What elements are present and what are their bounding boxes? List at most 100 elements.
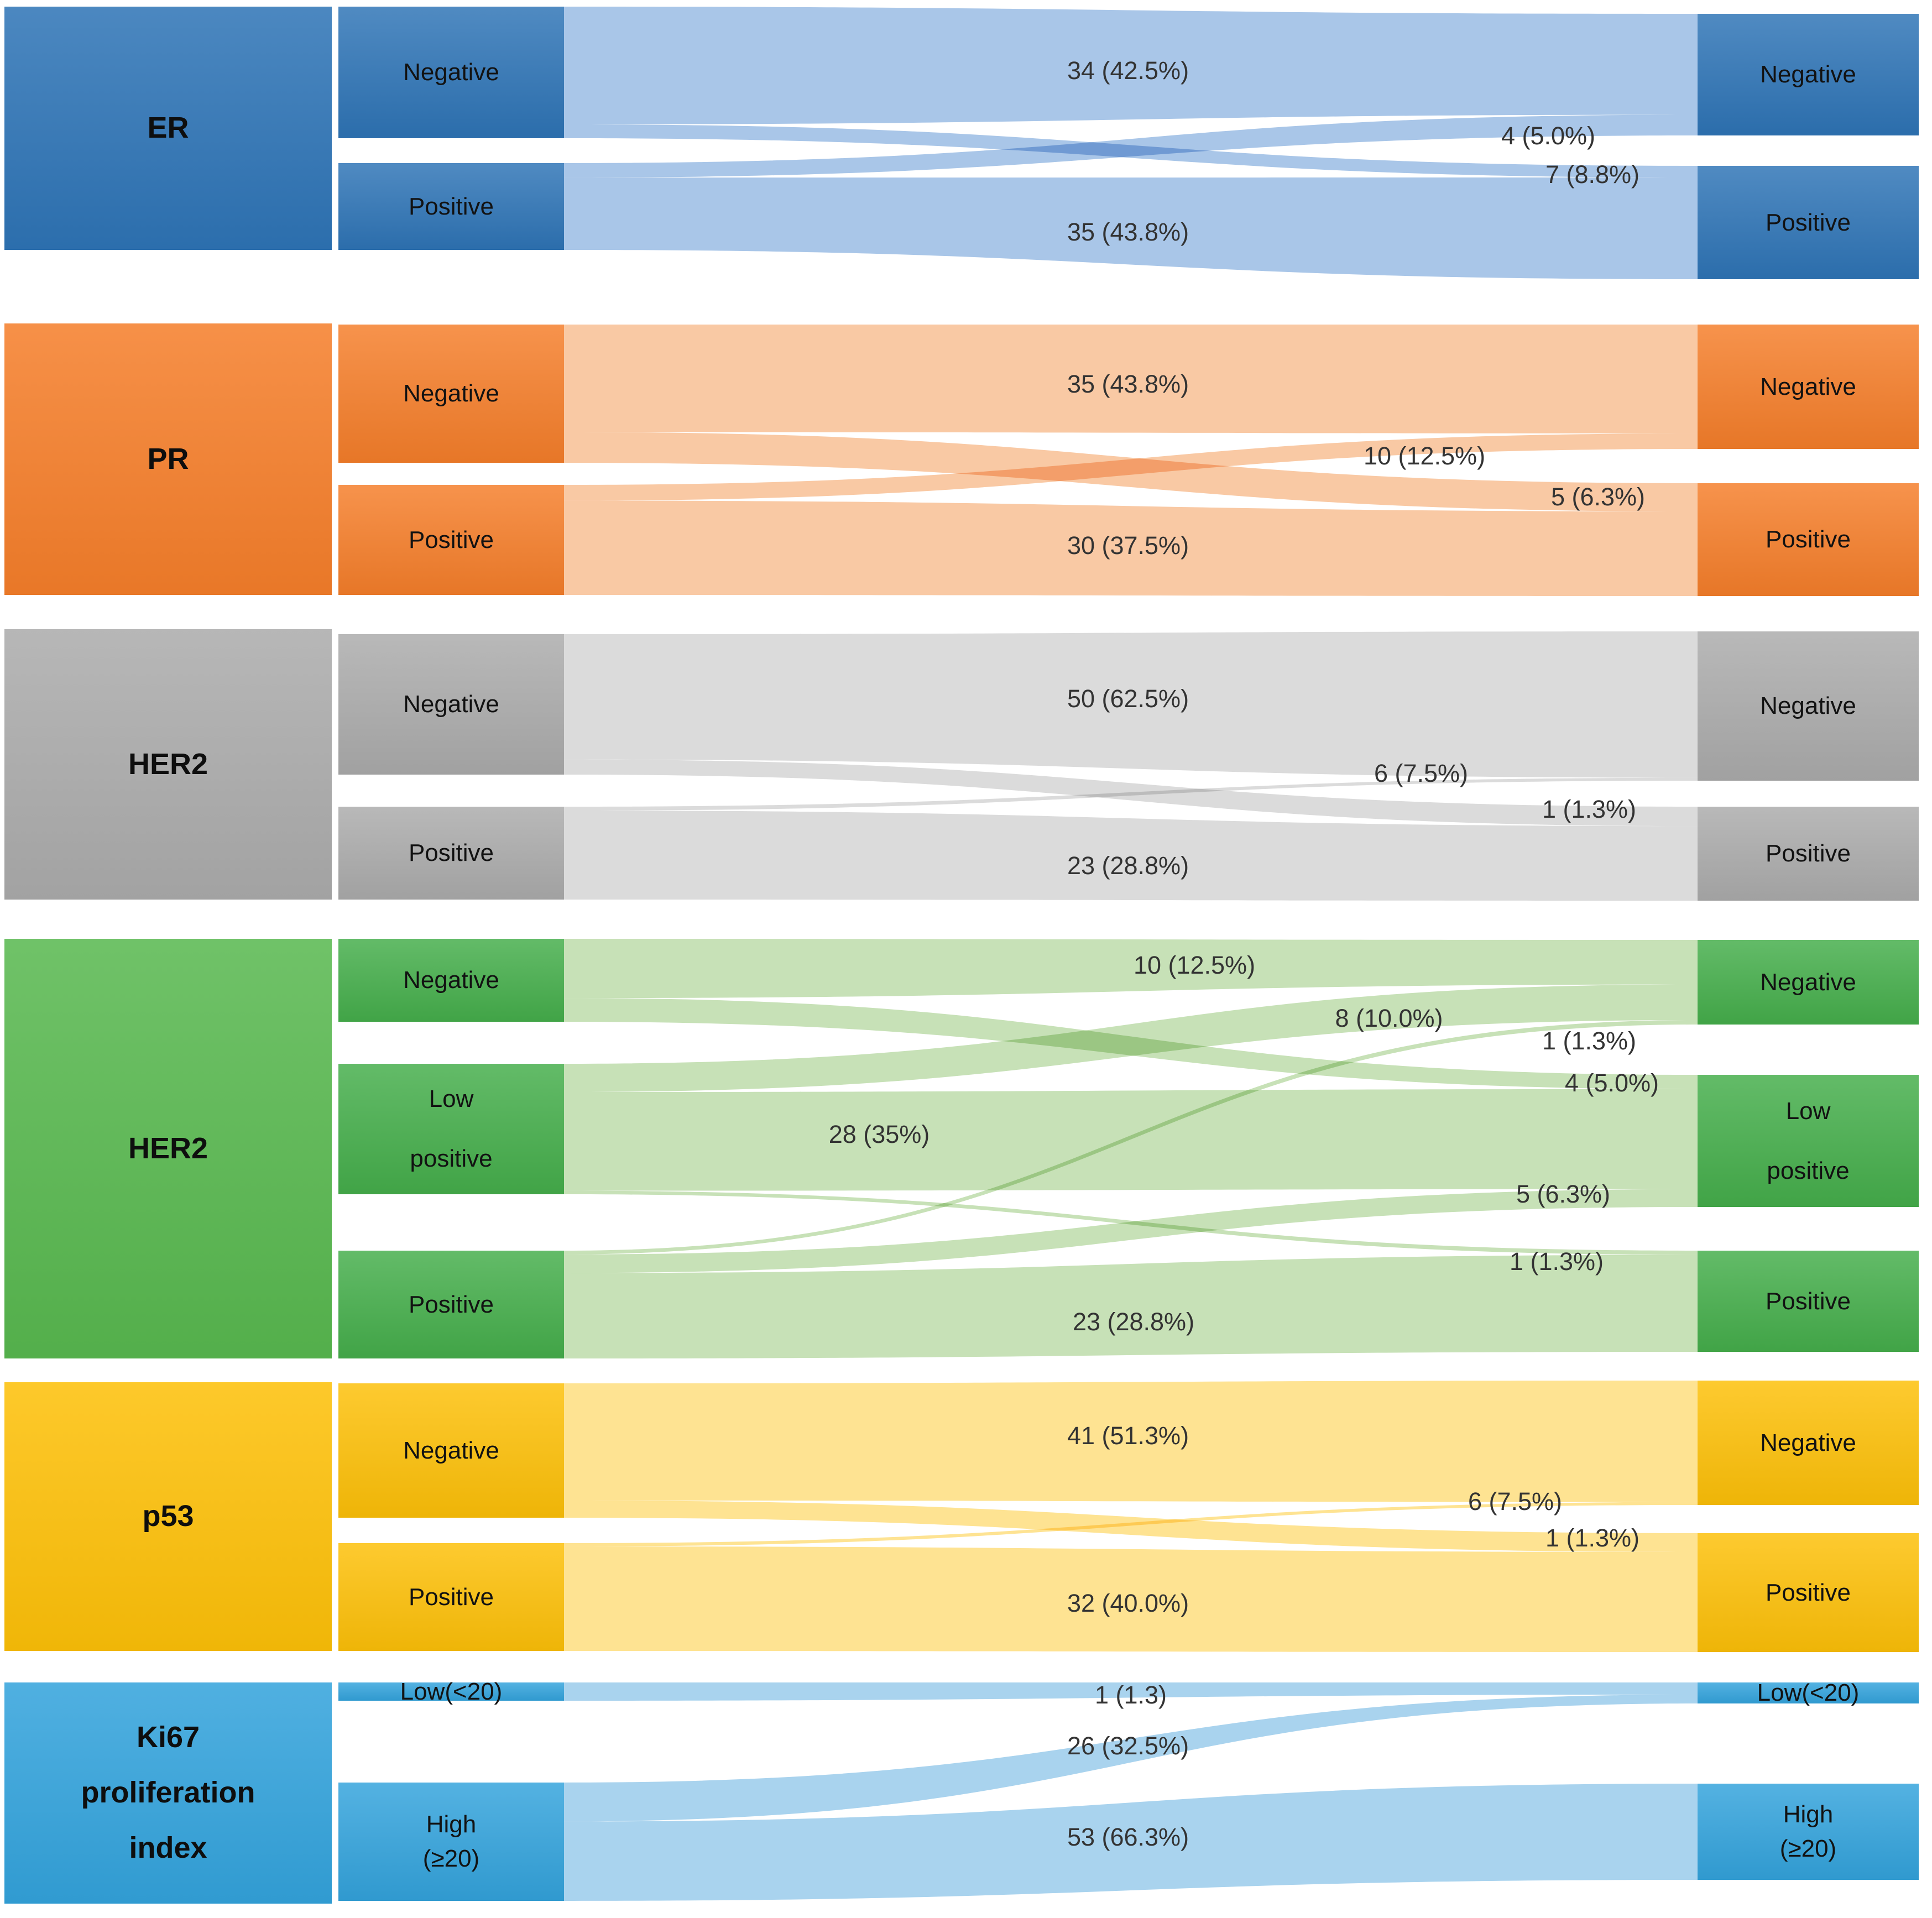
flow-label-ki67-high-low: 26 (32.5%) xyxy=(1067,1732,1189,1760)
flow-label-er-negative-positive: 4 (5.0%) xyxy=(1501,122,1596,150)
flow-label-ki67-low-low: 1 (1.3) xyxy=(1094,1681,1167,1709)
node-label: Negative xyxy=(403,1436,499,1464)
marker-label-er: ER xyxy=(147,111,189,145)
marker-label-pr: PR xyxy=(147,442,189,475)
flow-her2b-positive-low xyxy=(564,1189,1698,1273)
node-label: Positive xyxy=(408,1290,494,1318)
node-ki67-left-low: Low(<20) xyxy=(338,1678,564,1705)
flow-label-er-positive-negative: 7 (8.8%) xyxy=(1545,160,1640,189)
marker-block-her2b: HER2 xyxy=(4,939,332,1358)
flow-label-pr-positive-positive: 30 (37.5%) xyxy=(1067,531,1189,560)
node-her2-right-positive: Positive xyxy=(1698,807,1919,901)
flow-her2b-low-positive xyxy=(564,1190,1698,1255)
node-label: Negative xyxy=(1760,373,1856,400)
flow-pr-positive-positive xyxy=(564,500,1698,596)
node-p53-right-negative: Negative xyxy=(1698,1381,1919,1505)
node-her2-right-negative: Negative xyxy=(1698,631,1919,781)
node-label: Positive xyxy=(1765,208,1851,236)
node-p53-left-negative: Negative xyxy=(338,1383,564,1518)
node-her2b-left-negative: Negative xyxy=(338,939,564,1022)
node-er-right-positive: Positive xyxy=(1698,166,1919,279)
node-her2-left-positive: Positive xyxy=(338,807,564,900)
flow-her2b-positive-positive xyxy=(564,1255,1698,1358)
marker-label-her2: HER2 xyxy=(128,747,208,781)
node-label: Negative xyxy=(1760,692,1856,720)
flow-label-pr-negative-negative: 35 (43.8%) xyxy=(1067,370,1189,398)
node-pr-right-negative: Negative xyxy=(1698,325,1919,449)
flow-label-her2b-positive-low: 5 (6.3%) xyxy=(1516,1180,1611,1208)
node-er-right-negative: Negative xyxy=(1698,14,1919,135)
node-pr-left-negative: Negative xyxy=(338,325,564,463)
marker-block-her2: HER2 xyxy=(4,629,332,900)
marker-block-er: ER xyxy=(4,7,332,250)
flow-pr-positive-negative xyxy=(564,433,1698,501)
node-er-left-negative: Negative xyxy=(338,7,564,138)
flow-label-er-positive-positive: 35 (43.8%) xyxy=(1067,218,1189,246)
flow-p53-negative-negative xyxy=(564,1381,1698,1502)
node-label: Negative xyxy=(1760,1429,1856,1456)
node-label: Positive xyxy=(1765,840,1851,867)
node-ki67-left-high: High (≥20) xyxy=(338,1783,564,1901)
flow-label-her2-positive-positive: 23 (28.8%) xyxy=(1067,851,1189,880)
node-p53-right-positive: Positive xyxy=(1698,1533,1919,1652)
flow-er-positive-negative xyxy=(564,114,1698,178)
flow-label-her2b-low-negative: 8 (10.0%) xyxy=(1335,1004,1443,1032)
flow-label-her2-positive-negative: 1 (1.3%) xyxy=(1542,795,1637,823)
flow-label-her2-negative-negative: 50 (62.5%) xyxy=(1067,684,1189,713)
flow-label-er-negative-negative: 34 (42.5%) xyxy=(1067,56,1189,85)
node-label: Negative xyxy=(403,966,499,994)
node-her2-left-negative: Negative xyxy=(338,634,564,775)
node-label: Positive xyxy=(1765,1579,1851,1606)
node-label: Positive xyxy=(408,839,494,867)
flow-label-her2b-low-positive: 1 (1.3%) xyxy=(1509,1247,1604,1276)
node-label: Low(<20) xyxy=(1757,1679,1860,1707)
node-label: High (≥20) xyxy=(1779,1801,1837,1862)
node-her2b-right-positive: Positive xyxy=(1698,1251,1919,1352)
flow-label-p53-positive-negative: 1 (1.3%) xyxy=(1545,1524,1640,1552)
node-ki67-right-low: Low(<20) xyxy=(1698,1679,1919,1706)
flow-ki67-high-low xyxy=(564,1695,1698,1822)
flow-her2b-low-low xyxy=(564,1089,1698,1191)
flow-her2-negative-negative xyxy=(564,631,1698,778)
node-label: Positive xyxy=(408,192,494,220)
node-pr-left-positive: Positive xyxy=(338,485,564,595)
marker-block-p53: p53 xyxy=(4,1382,332,1651)
flow-label-p53-negative-negative: 41 (51.3%) xyxy=(1067,1421,1189,1450)
flow-label-p53-negative-positive: 6 (7.5%) xyxy=(1468,1487,1563,1515)
flow-p53-positive-positive xyxy=(564,1546,1698,1652)
node-label: Positive xyxy=(408,1583,494,1611)
node-label: Low(<20) xyxy=(400,1677,503,1705)
marker-label-ki67: Ki67 proliferation index xyxy=(81,1721,255,1864)
node-label: Positive xyxy=(1765,526,1851,553)
node-p53-left-positive: Positive xyxy=(338,1543,564,1651)
flow-label-her2b-positive-positive: 23 (28.8%) xyxy=(1072,1308,1195,1336)
flow-label-pr-positive-negative: 5 (6.3%) xyxy=(1550,483,1646,511)
node-label: Positive xyxy=(408,526,494,553)
flow-p53-positive-negative xyxy=(564,1502,1698,1546)
flow-her2b-negative-low xyxy=(564,998,1698,1089)
node-label: Negative xyxy=(1760,968,1856,996)
node-label: Low positive xyxy=(1767,1097,1850,1184)
node-label: Positive xyxy=(1765,1287,1851,1315)
node-label: Low positive xyxy=(410,1085,493,1172)
flow-label-her2-negative-positive: 6 (7.5%) xyxy=(1374,759,1469,787)
node-label: Negative xyxy=(403,59,499,86)
node-ki67-right-high: High (≥20) xyxy=(1698,1784,1919,1880)
flow-label-her2b-positive-negative: 1 (1.3%) xyxy=(1542,1027,1637,1055)
node-her2b-left-positive: Positive xyxy=(338,1251,564,1358)
flow-label-her2b-low-low: 28 (35%) xyxy=(828,1120,930,1148)
flow-pr-negative-negative xyxy=(564,325,1698,433)
flow-her2-positive-positive xyxy=(564,811,1698,901)
node-label: High (≥20) xyxy=(422,1811,480,1872)
marker-block-pr: PR xyxy=(4,323,332,595)
node-er-left-positive: Positive xyxy=(338,163,564,250)
flow-her2b-negative-negative xyxy=(564,939,1698,999)
marker-label-her2b: HER2 xyxy=(128,1131,208,1165)
node-label: Negative xyxy=(403,380,499,407)
flow-p53-negative-positive xyxy=(564,1500,1698,1552)
node-her2b-left-low: Low positive xyxy=(338,1064,564,1194)
flow-label-her2b-negative-negative: 10 (12.5%) xyxy=(1133,951,1256,979)
marker-block-ki67: Ki67 proliferation index xyxy=(4,1682,332,1904)
